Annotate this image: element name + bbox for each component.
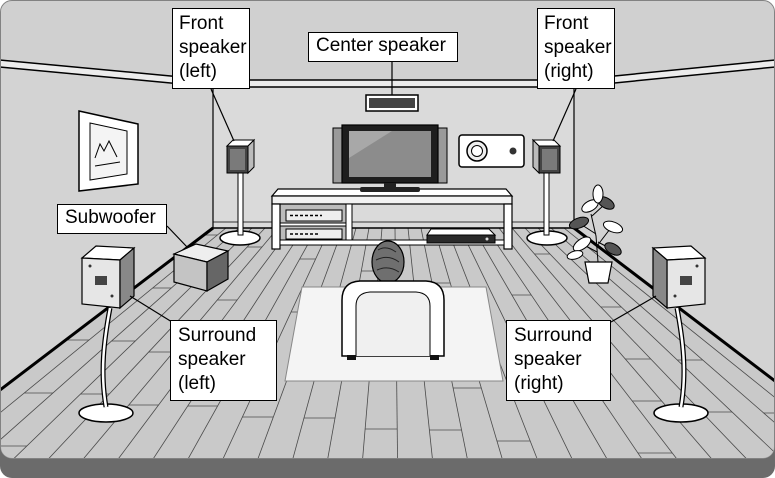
armchair-back-cushion [356,292,430,356]
label-line: Center speaker [316,34,457,58]
label-line: Subwoofer [65,206,166,230]
armchair-right-foot [430,355,439,360]
label-line: (right) [514,372,610,396]
surround-speaker-right-terminal [680,276,692,285]
front-speaker-left-label: Front speaker (left) [172,8,250,89]
media-player-front [427,235,495,243]
media-player-indicator [486,238,489,241]
front-speaker-right-grille [542,149,557,170]
plant-leaf [593,185,603,203]
label-line: Surround [178,324,276,348]
front-speaker-right-side [533,140,539,173]
front-speaker-right-stand-pole [544,173,549,235]
front-speaker-left-stand-pole [238,173,243,235]
front-speaker-left-grille [230,149,245,170]
surround-speaker-left-screw [89,265,92,268]
armchair-left-foot [347,355,356,360]
tv-rack-left-leg [272,204,280,249]
surround-speaker-right-label: Surround speaker (right) [506,320,611,401]
media-player-top [427,229,495,235]
surround-speaker-right-screw [696,265,699,268]
subwoofer-label: Subwoofer [57,204,167,234]
wall-device-knob [510,148,517,155]
surround-speaker-left-screw [111,295,114,298]
front-speaker-right-label: Front speaker (right) [537,8,615,89]
surround-speaker-left-label: Surround speaker (left) [170,320,277,401]
wall-device-dial-center [472,146,483,157]
plant-pot [585,262,612,283]
front-speaker-left-side [248,140,254,173]
surround-speaker-left-terminal [95,276,107,285]
center-speaker [366,95,418,111]
subwoofer [174,244,228,291]
center-speaker-grille [369,98,415,108]
tv-stand-base [360,187,420,192]
label-line: Front [544,12,614,36]
label-line: (right) [544,60,614,84]
armchair [342,281,444,360]
label-line: (left) [178,372,276,396]
label-line: Surround [514,324,610,348]
tv-rack-front-edge [272,196,512,204]
tv-rack-right-leg [504,204,512,249]
wall-picture-canvas [90,123,127,180]
television [333,125,447,192]
media-player [427,229,495,243]
label-line: speaker [179,36,249,60]
center-speaker-label: Center speaker [308,32,458,62]
surround-speaker-right-screw [674,295,677,298]
label-line: speaker [544,36,614,60]
audio-component-upper [286,210,342,221]
label-line: speaker [514,348,610,372]
listener-head [372,241,404,283]
label-line: speaker [178,348,276,372]
tv-rack-divider [346,204,352,242]
label-line: (left) [179,60,249,84]
audio-component-lower [286,229,342,239]
label-line: Front [179,12,249,36]
tv-rack-shelf [280,223,346,226]
listener [372,241,404,283]
wall-device [459,135,524,167]
wall-picture [79,111,138,191]
